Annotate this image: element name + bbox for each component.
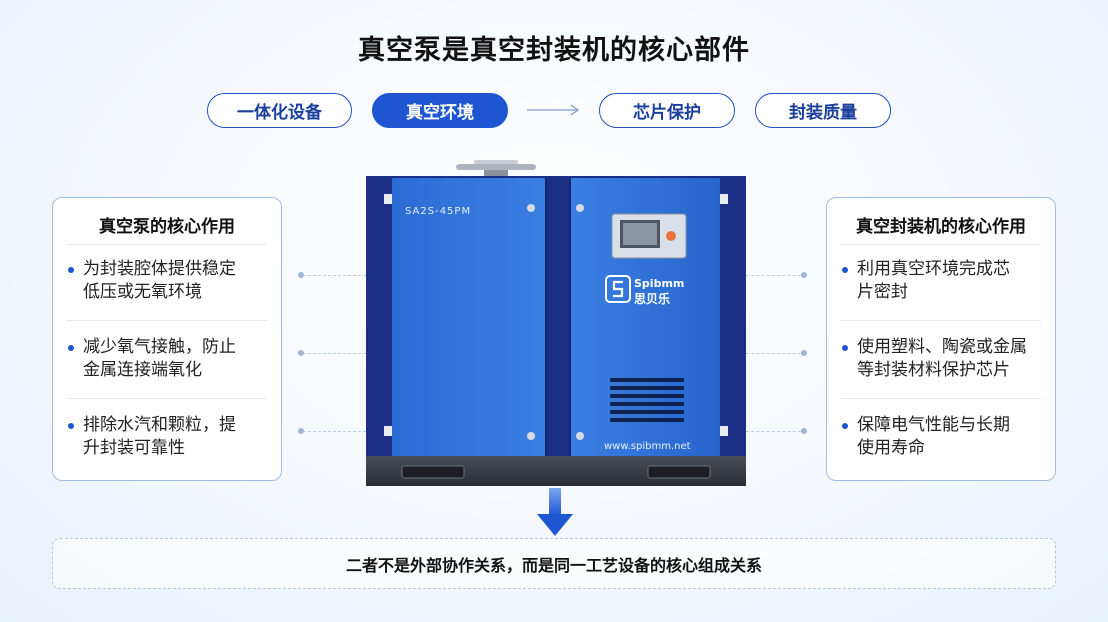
list-item-line: 保障电气性能与长期	[857, 415, 1010, 435]
list-item-line: 片密封	[857, 282, 908, 302]
list-item: 为封装腔体提供稳定 低压或无氧环境	[68, 258, 273, 304]
tab-chip-protection[interactable]: 芯片保护	[599, 93, 735, 128]
divider	[67, 244, 267, 245]
divider	[67, 320, 267, 321]
arrow-down-icon	[537, 488, 573, 536]
left-card-title: 真空泵的核心作用	[99, 217, 235, 237]
connector-dot	[298, 428, 304, 434]
connector-line	[303, 275, 366, 276]
connector-dot	[298, 350, 304, 356]
tab-label: 一体化设备	[237, 103, 322, 123]
connector-line	[746, 431, 806, 432]
list-item-line: 低压或无氧环境	[83, 282, 202, 302]
list-item: 使用塑料、陶瓷或金属 等封装材料保护芯片	[842, 336, 1047, 382]
list-item: 利用真空环境完成芯 片密封	[842, 258, 1047, 304]
list-item: 减少氧气接触，防止 金属连接端氧化	[68, 336, 273, 382]
list-item-line: 等封装材料保护芯片	[857, 360, 1010, 380]
list-item-line: 升封装可靠性	[83, 438, 185, 458]
right-card-title: 真空封装机的核心作用	[856, 217, 1026, 237]
connector-line	[303, 431, 366, 432]
tab-label: 真空环境	[406, 103, 474, 123]
list-item-line: 为封装腔体提供稳定	[83, 259, 236, 279]
list-item-line: 金属连接端氧化	[83, 360, 202, 380]
connector-dot	[801, 428, 807, 434]
list-item: 排除水汽和颗粒，提 升封装可靠性	[68, 414, 273, 460]
machine-website: www.spibmm.net	[604, 441, 691, 452]
left-card: 真空泵的核心作用 为封装腔体提供稳定 低压或无氧环境 减少氧气接触，防止 金属连…	[52, 197, 282, 481]
list-item-line: 使用塑料、陶瓷或金属	[857, 337, 1027, 357]
tab-vacuum-environment[interactable]: 真空环境	[372, 93, 508, 128]
conclusion-text: 二者不是外部协作关系，而是同一工艺设备的核心组成关系	[345, 555, 762, 575]
divider	[67, 398, 267, 399]
tab-packaging-quality[interactable]: 封装质量	[755, 93, 891, 128]
list-item-line: 减少氧气接触，防止	[83, 337, 236, 357]
connector-line	[746, 275, 806, 276]
list-item-line: 利用真空环境完成芯	[857, 259, 1010, 279]
right-card: 真空封装机的核心作用 利用真空环境完成芯 片密封 使用塑料、陶瓷或金属 等封装材…	[826, 197, 1056, 481]
arrow-right-icon	[527, 104, 580, 116]
connector-dot	[298, 272, 304, 278]
page-title: 真空泵是真空封装机的核心部件	[358, 35, 750, 66]
tab-label: 封装质量	[789, 103, 857, 123]
machine-brand-cn: 思贝乐	[634, 292, 671, 306]
connector-dot	[801, 272, 807, 278]
tab-integrated-equipment[interactable]: 一体化设备	[207, 93, 352, 128]
list-item-line: 使用寿命	[857, 438, 925, 458]
machine-brand-en: Spibmm	[634, 277, 685, 290]
connector-line	[303, 353, 366, 354]
machine-model-label: SA2S-45PM	[405, 206, 472, 217]
divider	[841, 244, 1041, 245]
tab-label: 芯片保护	[633, 103, 701, 123]
connector-dot	[801, 350, 807, 356]
divider	[841, 320, 1041, 321]
list-item: 保障电气性能与长期 使用寿命	[842, 414, 1047, 460]
vacuum-pump-machine	[366, 160, 746, 486]
connector-line	[746, 353, 806, 354]
divider	[841, 398, 1041, 399]
list-item-line: 排除水汽和颗粒，提	[83, 415, 236, 435]
conclusion-box: 二者不是外部协作关系，而是同一工艺设备的核心组成关系	[52, 538, 1056, 589]
